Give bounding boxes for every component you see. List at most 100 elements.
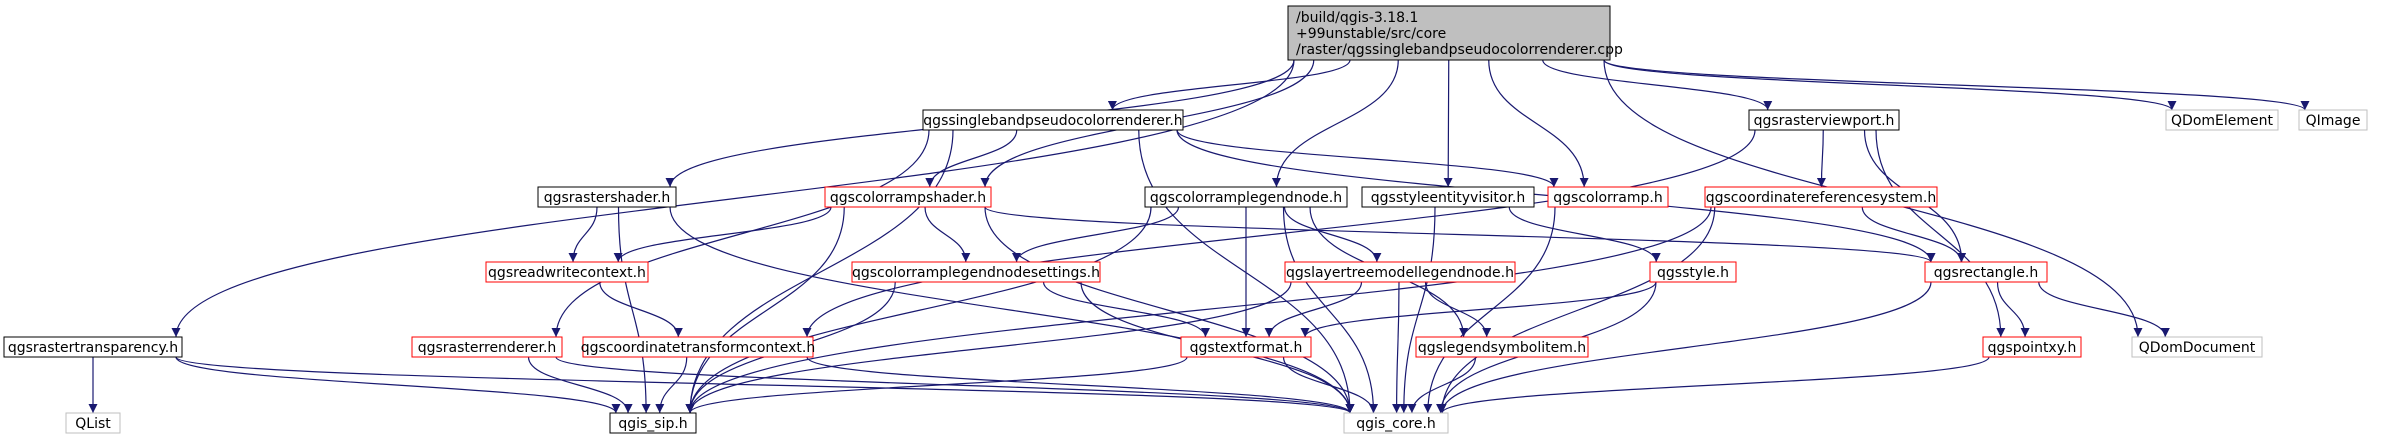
node-box xyxy=(1284,261,1516,283)
node-label: qgspointxy.h xyxy=(1988,340,2077,356)
node-qgscoordinatetransformcontext-h[interactable]: qgscoordinatetransformcontext.h xyxy=(581,336,815,358)
node-label: qgsrastertransparency.h xyxy=(8,340,178,356)
node-box xyxy=(1547,186,1669,208)
edge-qgsrasterrenderer-h-to-qgis-sip-h xyxy=(527,356,633,414)
node-box xyxy=(485,261,649,283)
edge-root-to-qgsrasterviewport-h xyxy=(1542,59,1773,111)
node-label: qgsstyleentityvisitor.h xyxy=(1371,190,1526,206)
edge-root-to-qgsstyleentityvisitor-h xyxy=(1443,59,1453,188)
edge-qgslayertreemodellegendnode-h-to-qgis-sip-h xyxy=(685,281,1292,414)
edge-qgscolorramplegendnode-h-to-qgscolorramplegendnodesettings-h xyxy=(1012,206,1180,263)
node-qgspointxy-h[interactable]: qgspointxy.h xyxy=(1982,336,2082,358)
node-box xyxy=(537,186,677,208)
node-qgis-core-h[interactable]: qgis_core.h xyxy=(1343,412,1449,434)
edge-qgsrectangle-h-to-qgspointxy-h xyxy=(1996,281,2030,338)
node-qgscolorramplegendnode-h[interactable]: qgscolorramplegendnode.h xyxy=(1144,186,1348,208)
node-box xyxy=(65,412,121,434)
node-QDomDocument[interactable]: QDomDocument xyxy=(2131,336,2263,358)
edge-root-to-qgssinglebandpseudocolorrenderer-h xyxy=(1107,59,1351,111)
edge-qgscolorrampshader-h-to-qgsrectangle-h xyxy=(984,206,1936,263)
edge-qgscolorramplegendnodesettings-h-to-qgstextformat-h xyxy=(1042,281,1210,338)
edge-qgstextformat-h-to-qgis-core-h xyxy=(1282,356,1378,414)
edges-layer xyxy=(88,59,2310,414)
node-qgslayertreemodellegendnode-h[interactable]: qgslayertreemodellegendnode.h xyxy=(1284,261,1516,283)
node-label: QDomElement xyxy=(2171,113,2273,129)
node-qgscolorrampshader-h[interactable]: qgscolorrampshader.h xyxy=(824,186,992,208)
node-box xyxy=(1180,336,1312,358)
edge-qgsrectangle-h-to-qgis-core-h xyxy=(1437,281,1932,414)
node-box xyxy=(922,109,1184,131)
node-qgslegendsymbolitem-h[interactable]: qgslegendsymbolitem.h xyxy=(1415,336,1589,358)
edge-qgssinglebandpseudocolorrenderer-h-to-qgis-core-h xyxy=(1138,129,1355,414)
edge-qgslayertreemodellegendnode-h-to-qgstextformat-h xyxy=(1264,281,1363,338)
edge-qgscolorrampshader-h-to-qgsreadwritecontext-h xyxy=(613,206,832,263)
node-box xyxy=(1748,109,1900,131)
node-box xyxy=(1144,186,1348,208)
root-label-line-3: /raster/qgssinglebandpseudocolorrenderer… xyxy=(1296,42,1623,58)
node-label: QList xyxy=(75,416,111,432)
node-qgsreadwritecontext-h[interactable]: qgsreadwritecontext.h xyxy=(485,261,649,283)
edge-qgscolorrampshader-h-to-qgis-sip-h xyxy=(685,206,845,414)
node-label: qgscoordinatereferencesystem.h xyxy=(1706,190,1937,206)
node-qgsstyle-h[interactable]: qgsstyle.h xyxy=(1649,261,1737,283)
node-label: qgsreadwritecontext.h xyxy=(488,265,646,281)
node-box xyxy=(411,336,563,358)
edge-qgscolorrampshader-h-to-qgis-core-h xyxy=(984,206,1355,414)
root-label-line-2: +99unstable/src/core xyxy=(1296,26,1446,42)
edge-qgsrectangle-h-to-QDomDocument xyxy=(2038,281,2170,338)
edge-qgssinglebandpseudocolorrenderer-h-to-qgscolorramp-h xyxy=(1176,129,1559,188)
node-qgscoordinatereferencesystem-h[interactable]: qgscoordinatereferencesystem.h xyxy=(1704,186,1938,208)
root-node[interactable]: /build/qgis-3.18.1 +99unstable/src/core … xyxy=(1287,5,1623,61)
nodes-layer: /build/qgis-3.18.1 +99unstable/src/core … xyxy=(3,5,2368,434)
edge-qgscoordinatetransformcontext-h-to-qgis-core-h xyxy=(806,356,1355,414)
node-label: qgscoordinatetransformcontext.h xyxy=(581,340,815,356)
edge-qgstextformat-h-to-qgis-sip-h xyxy=(685,356,1188,414)
node-label: qgscolorrampshader.h xyxy=(830,190,986,206)
node-qgsrasterrenderer-h[interactable]: qgsrasterrenderer.h xyxy=(411,336,563,358)
node-qgsrectangle-h[interactable]: qgsrectangle.h xyxy=(1924,261,2048,283)
edge-qgsrasterviewport-h-to-qgscoordinatereferencesystem-h xyxy=(1816,129,1826,188)
node-QList[interactable]: QList xyxy=(65,412,121,434)
edge-root-to-QDomElement xyxy=(1603,59,2177,111)
node-label: QImage xyxy=(2306,113,2361,129)
root-label-line-1: /build/qgis-3.18.1 xyxy=(1296,10,1418,26)
node-QImage[interactable]: QImage xyxy=(2298,109,2368,131)
node-box xyxy=(2165,109,2279,131)
node-qgsrastertransparency-h[interactable]: qgsrastertransparency.h xyxy=(3,336,183,358)
node-qgscolorramp-h[interactable]: qgscolorramp.h xyxy=(1547,186,1669,208)
node-qgsrastershader-h[interactable]: qgsrastershader.h xyxy=(537,186,677,208)
node-label: qgis_core.h xyxy=(1356,416,1436,432)
node-qgis-sip-h[interactable]: qgis_sip.h xyxy=(609,412,697,434)
edge-qgscoordinatereferencesystem-h-to-qgis-core-h xyxy=(1437,206,1716,414)
edge-qgssinglebandpseudocolorrenderer-h-to-qgscolorrampshader-h xyxy=(925,129,1018,188)
edge-qgscolorramplegendnode-h-to-qgis-sip-h xyxy=(685,206,1152,414)
node-box xyxy=(1361,186,1535,208)
node-box xyxy=(582,336,814,358)
node-qgsrasterviewport-h[interactable]: qgsrasterviewport.h xyxy=(1748,109,1900,131)
node-qgsstyleentityvisitor-h[interactable]: qgsstyleentityvisitor.h xyxy=(1361,186,1535,208)
node-qgssinglebandpseudocolorrenderer-h[interactable]: qgssinglebandpseudocolorrenderer.h xyxy=(922,109,1184,131)
edge-qgscolorramp-h-to-qgis-core-h xyxy=(1423,206,1556,414)
edge-qgscolorramplegendnode-h-to-qgis-core-h xyxy=(1282,206,1378,414)
node-label: qgsstyle.h xyxy=(1657,265,1729,281)
edge-qgscoordinatereferencesystem-h-to-qgsrectangle-h xyxy=(1861,206,1966,263)
node-label: qgscolorramp.h xyxy=(1553,190,1662,206)
edge-qgssinglebandpseudocolorrenderer-h-to-qgsrasterrenderer-h xyxy=(551,129,930,338)
node-qgscolorramplegendnodesettings-h[interactable]: qgscolorramplegendnodesettings.h xyxy=(851,261,1101,283)
edge-root-to-qgsrastertransparency-h xyxy=(171,59,1295,338)
edge-qgscoordinatereferencesystem-h-to-qgis-sip-h xyxy=(685,206,1712,414)
node-label: qgslegendsymbolitem.h xyxy=(1418,340,1586,356)
edge-qgsrasterviewport-h-to-qgspointxy-h xyxy=(1875,129,2006,338)
edge-qgsrastertransparency-h-to-qgis-core-h xyxy=(175,356,1355,414)
edge-qgsstyle-h-to-qgstextformat-h xyxy=(1300,281,1657,338)
edge-qgspointxy-h-to-qgis-core-h xyxy=(1437,356,1990,414)
edge-qgsrastershader-h-to-qgsreadwritecontext-h xyxy=(568,206,598,263)
node-qgstextformat-h[interactable]: qgstextformat.h xyxy=(1180,336,1312,358)
edge-root-to-qgscolorramplegendnode-h xyxy=(1271,59,1399,188)
edge-root-to-qgscolorramp-h xyxy=(1488,59,1589,188)
edge-qgslayertreemodellegendnode-h-to-qgslegendsymbolitem-h xyxy=(1424,281,1492,338)
node-label: QDomDocument xyxy=(2139,340,2256,356)
node-QDomElement[interactable]: QDomElement xyxy=(2165,109,2279,131)
edge-qgscoordinatetransformcontext-h-to-qgis-sip-h xyxy=(655,356,688,414)
